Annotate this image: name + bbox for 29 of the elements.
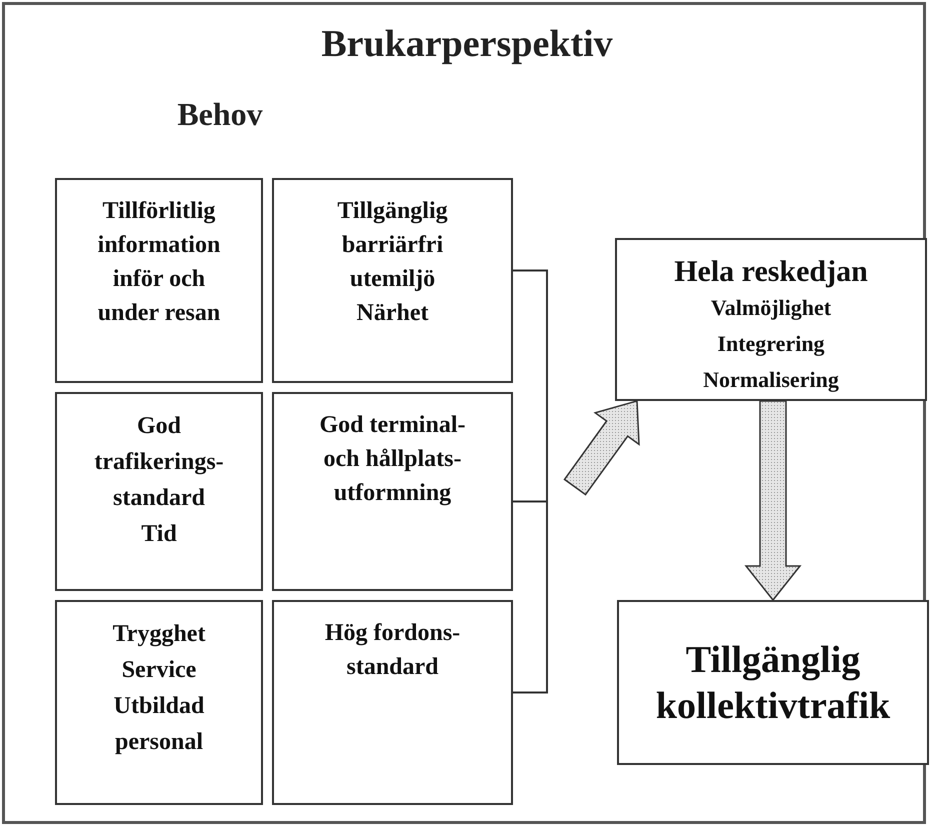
box-text: Hög fordons-standard (324, 619, 462, 682)
box-text: Tillgänglig barriärfri utemiljö (336, 197, 449, 294)
box-text: Närhet (356, 299, 428, 328)
block-arrow (744, 400, 802, 602)
box-text: Trygghet (112, 620, 206, 649)
text-box (272, 392, 513, 591)
text-box (272, 600, 513, 805)
text-box (615, 238, 927, 401)
box-text: Normalisering (703, 366, 839, 394)
diagram-title: Brukarperspektiv (320, 22, 614, 66)
box-text: Tid (141, 520, 177, 549)
box-text: Valmöjlighet (710, 294, 832, 322)
text-box (55, 178, 263, 383)
box-text: God trafikerings-standard (93, 412, 225, 513)
connector-line (513, 270, 548, 502)
text-box (272, 178, 513, 383)
text-box (55, 392, 263, 591)
box-text: Integrering (717, 330, 825, 358)
group-heading: Behov (176, 96, 264, 133)
block-arrow (563, 400, 640, 496)
connector-line (513, 500, 548, 694)
box-text: Service (122, 656, 196, 685)
text-box (617, 600, 929, 765)
box-heading: Hela reskedjan (674, 254, 868, 290)
box-text: God terminal- och hållplats-utformning (318, 411, 466, 508)
text-box (55, 600, 263, 805)
box-text: Utbildad personal (112, 692, 206, 757)
box-text: Tillgänglig kollektivtrafik (654, 638, 892, 728)
box-text: Tillförlitlig information inför och under resan (96, 197, 222, 328)
